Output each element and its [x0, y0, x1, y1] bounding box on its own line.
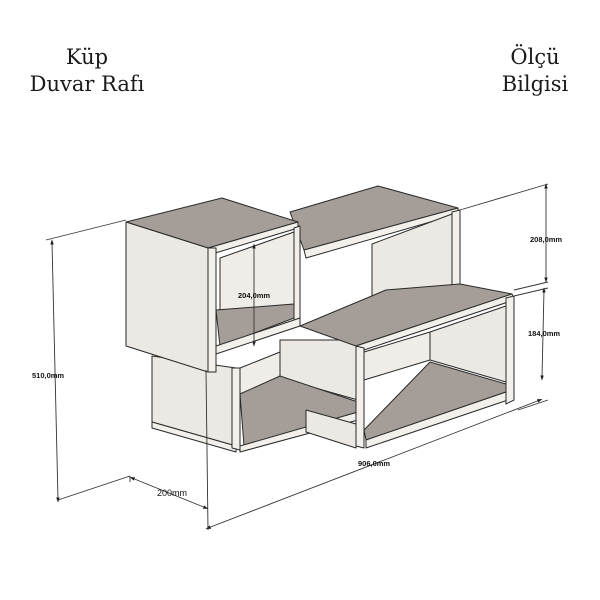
product-title: Küp Duvar Rafı — [22, 44, 152, 98]
measurement-info-title: Ölçü Bilgisi — [470, 44, 600, 98]
top-left-cube — [125, 197, 301, 373]
product-title-line2: Duvar Rafı — [29, 72, 145, 96]
dimension-total-width: 906,0mm — [205, 399, 549, 529]
depth-label: 200mm — [157, 488, 187, 498]
top-right-height-label: 208,0mm — [530, 235, 562, 244]
cube-inner-height-label: 204,0mm — [238, 291, 270, 300]
measurement-info-line2: Bilgisi — [501, 72, 569, 96]
product-title-line1: Küp — [65, 45, 109, 69]
measurement-info-line1: Ölçü — [510, 45, 560, 69]
dimension-cube-inner-height: 204,0mm — [238, 243, 270, 347]
dimension-top-right-height: 208,0mm — [459, 183, 562, 291]
total-width-label: 906,0mm — [358, 459, 390, 468]
dimension-lower-right-height: 184,0mm — [513, 287, 560, 381]
dimension-total-height: 510,0mm — [32, 219, 131, 503]
lower-right-height-label: 184,0mm — [528, 329, 560, 338]
total-height-label: 510,0mm — [32, 371, 64, 380]
